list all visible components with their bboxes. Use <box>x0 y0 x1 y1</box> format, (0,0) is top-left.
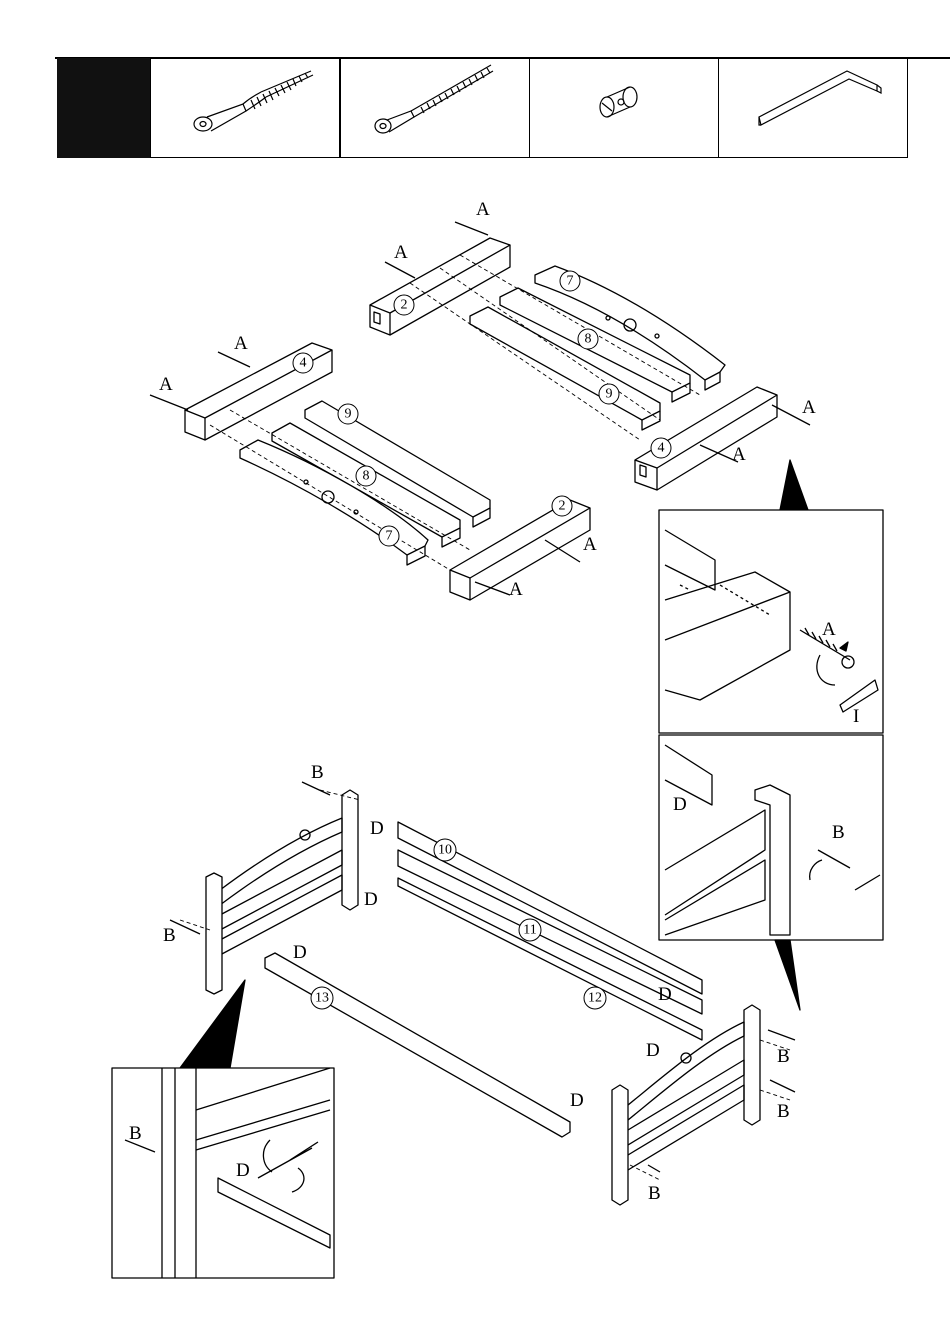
label-b-5: B <box>648 1183 661 1204</box>
svg-text:9: 9 <box>345 407 352 422</box>
svg-text:10: 10 <box>438 843 452 858</box>
svg-text:4: 4 <box>658 441 665 456</box>
label-d-inset: D <box>673 794 687 815</box>
svg-text:2: 2 <box>559 499 566 514</box>
label-b-2: B <box>163 925 176 946</box>
part-callout-2-lower: 2 <box>552 496 572 516</box>
svg-text:11: 11 <box>523 923 536 938</box>
label-d-6: D <box>570 1090 584 1111</box>
label-a-5: A <box>802 397 816 418</box>
label-i-inset: I <box>853 706 859 727</box>
part-callout-10: 10 <box>434 839 456 861</box>
detail-inset-screw <box>659 460 883 733</box>
svg-text:8: 8 <box>585 332 592 347</box>
svg-text:12: 12 <box>588 991 602 1006</box>
svg-text:4: 4 <box>300 356 307 371</box>
label-d-4: D <box>658 984 672 1005</box>
part-callout-12: 12 <box>584 987 606 1009</box>
svg-text:7: 7 <box>567 274 574 289</box>
svg-text:2: 2 <box>401 298 408 313</box>
label-d-inset-bottom: D <box>236 1160 250 1181</box>
label-a-3: A <box>234 333 248 354</box>
part-callout-8-upper: 8 <box>578 329 598 349</box>
svg-text:7: 7 <box>386 529 393 544</box>
svg-text:9: 9 <box>606 387 613 402</box>
detail-inset-bottom <box>112 980 334 1278</box>
label-b-inset: B <box>832 822 845 843</box>
label-b-4: B <box>777 1101 790 1122</box>
label-d-2: D <box>364 889 378 910</box>
label-a-4: A <box>159 374 173 395</box>
label-a-6: A <box>732 444 746 465</box>
label-b-1: B <box>311 762 324 783</box>
part-callout-4-lower: 4 <box>293 353 313 373</box>
part-callout-7-upper: 7 <box>560 271 580 291</box>
label-d-3: D <box>293 942 307 963</box>
label-a-7: A <box>583 534 597 555</box>
label-a-inset: A <box>822 619 836 640</box>
part-callout-7-lower: 7 <box>379 526 399 546</box>
label-d-5: D <box>646 1040 660 1061</box>
part-callout-11: 11 <box>519 919 541 941</box>
part-callout-9-upper: 9 <box>599 384 619 404</box>
part-callout-8-lower: 8 <box>356 466 376 486</box>
label-a-8: A <box>509 579 523 600</box>
part-callout-4-upper: 4 <box>651 438 671 458</box>
part-callout-9-lower: 9 <box>338 404 358 424</box>
svg-text:13: 13 <box>315 991 329 1006</box>
label-b-inset-bottom: B <box>129 1123 142 1144</box>
detail-inset-bolt <box>659 735 883 1010</box>
svg-text:8: 8 <box>363 469 370 484</box>
part-callout-13: 13 <box>311 987 333 1009</box>
label-a-2: A <box>394 242 408 263</box>
part-callout-2-upper: 2 <box>394 295 414 315</box>
label-b-3: B <box>777 1046 790 1067</box>
label-a-1: A <box>476 199 490 220</box>
label-d-1: D <box>370 818 384 839</box>
